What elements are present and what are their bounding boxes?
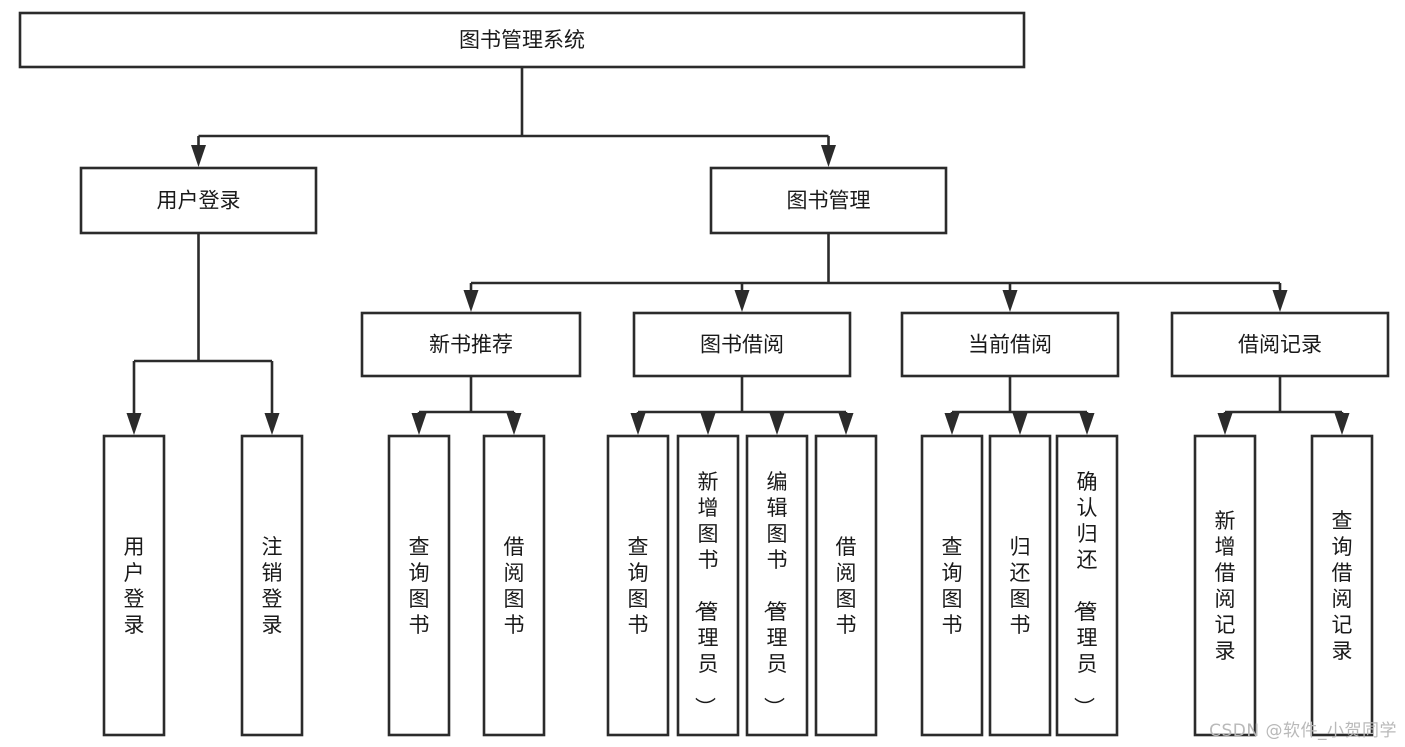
- node-box-current-borrow: [900, 311, 1120, 378]
- node-box-book-manage: [709, 166, 948, 235]
- node-box-leaf-borrow-book-2: [814, 434, 878, 737]
- node-root[interactable]: 图书管理系统: [18, 11, 1026, 69]
- node-leaf-borrow-book-1[interactable]: 借阅图书: [482, 434, 546, 737]
- node-box-leaf-query-book-3: [920, 434, 984, 737]
- node-label-leaf-user-logout: 注销登录: [262, 535, 283, 637]
- node-leaf-user-logout[interactable]: 注销登录: [240, 434, 304, 737]
- node-box-new-book-rec: [360, 311, 582, 378]
- node-box-user-login: [79, 166, 318, 235]
- node-leaf-borrow-book-2[interactable]: 借阅图书: [814, 434, 878, 737]
- node-new-book-rec[interactable]: 新书推荐: [360, 311, 582, 378]
- node-current-borrow[interactable]: 当前借阅: [900, 311, 1120, 378]
- node-leaf-query-book-2[interactable]: 查询图书: [606, 434, 670, 737]
- node-label-current-borrow: 当前借阅: [968, 333, 1052, 357]
- node-label-leaf-return-book: 归还图书: [1010, 535, 1031, 637]
- node-box-leaf-user-login: [102, 434, 166, 737]
- node-label-leaf-query-book-3: 查询图书: [942, 535, 963, 637]
- node-label-leaf-query-book-2: 查询图书: [628, 535, 649, 637]
- node-box-leaf-query-book-2: [606, 434, 670, 737]
- node-leaf-query-book-3[interactable]: 查询图书: [920, 434, 984, 737]
- node-box-leaf-return-book: [988, 434, 1052, 737]
- node-label-leaf-user-login: 用户登录: [124, 535, 145, 637]
- node-box-leaf-user-logout: [240, 434, 304, 737]
- node-layer: 图书管理系统用户登录图书管理新书推荐图书借阅当前借阅借阅记录用户登录注销登录查询…: [18, 11, 1390, 737]
- node-label-leaf-confirm-return: 确认归还（管理员）: [1072, 470, 1098, 718]
- node-box-leaf-query-record: [1310, 434, 1374, 737]
- node-label-leaf-add-book: 新增图书（管理员）: [693, 470, 719, 718]
- node-box-leaf-edit-book: [745, 434, 809, 737]
- node-user-login[interactable]: 用户登录: [79, 166, 318, 235]
- node-leaf-edit-book[interactable]: 编辑图书（管理员）: [745, 434, 809, 737]
- node-leaf-query-book-1[interactable]: 查询图书: [387, 434, 451, 737]
- connector-layer: [126, 67, 1350, 435]
- node-label-book-borrow: 图书借阅: [700, 333, 784, 357]
- node-box-leaf-confirm-return: [1055, 434, 1119, 737]
- node-label-leaf-borrow-book-1: 借阅图书: [504, 535, 525, 637]
- node-label-leaf-edit-book: 编辑图书（管理员）: [762, 470, 788, 718]
- node-box-borrow-record: [1170, 311, 1390, 378]
- node-leaf-user-login[interactable]: 用户登录: [102, 434, 166, 737]
- node-book-borrow[interactable]: 图书借阅: [632, 311, 852, 378]
- node-label-leaf-add-record: 新增借阅记录: [1215, 509, 1236, 663]
- node-leaf-return-book[interactable]: 归还图书: [988, 434, 1052, 737]
- node-leaf-add-record[interactable]: 新增借阅记录: [1193, 434, 1257, 737]
- node-label-new-book-rec: 新书推荐: [429, 333, 513, 357]
- node-label-user-login: 用户登录: [157, 189, 241, 213]
- node-label-leaf-query-record: 查询借阅记录: [1332, 509, 1353, 663]
- node-box-leaf-query-book-1: [387, 434, 451, 737]
- node-borrow-record[interactable]: 借阅记录: [1170, 311, 1390, 378]
- node-label-root: 图书管理系统: [459, 28, 585, 52]
- node-box-root: [18, 11, 1026, 69]
- node-leaf-query-record[interactable]: 查询借阅记录: [1310, 434, 1374, 737]
- node-leaf-confirm-return[interactable]: 确认归还（管理员）: [1055, 434, 1119, 737]
- node-leaf-add-book[interactable]: 新增图书（管理员）: [676, 434, 740, 737]
- node-box-book-borrow: [632, 311, 852, 378]
- node-box-leaf-borrow-book-1: [482, 434, 546, 737]
- node-book-manage[interactable]: 图书管理: [709, 166, 948, 235]
- node-label-book-manage: 图书管理: [787, 189, 871, 213]
- node-label-leaf-query-book-1: 查询图书: [409, 535, 430, 637]
- node-label-borrow-record: 借阅记录: [1238, 333, 1322, 357]
- node-box-leaf-add-record: [1193, 434, 1257, 737]
- node-box-leaf-add-book: [676, 434, 740, 737]
- node-label-leaf-borrow-book-2: 借阅图书: [836, 535, 857, 637]
